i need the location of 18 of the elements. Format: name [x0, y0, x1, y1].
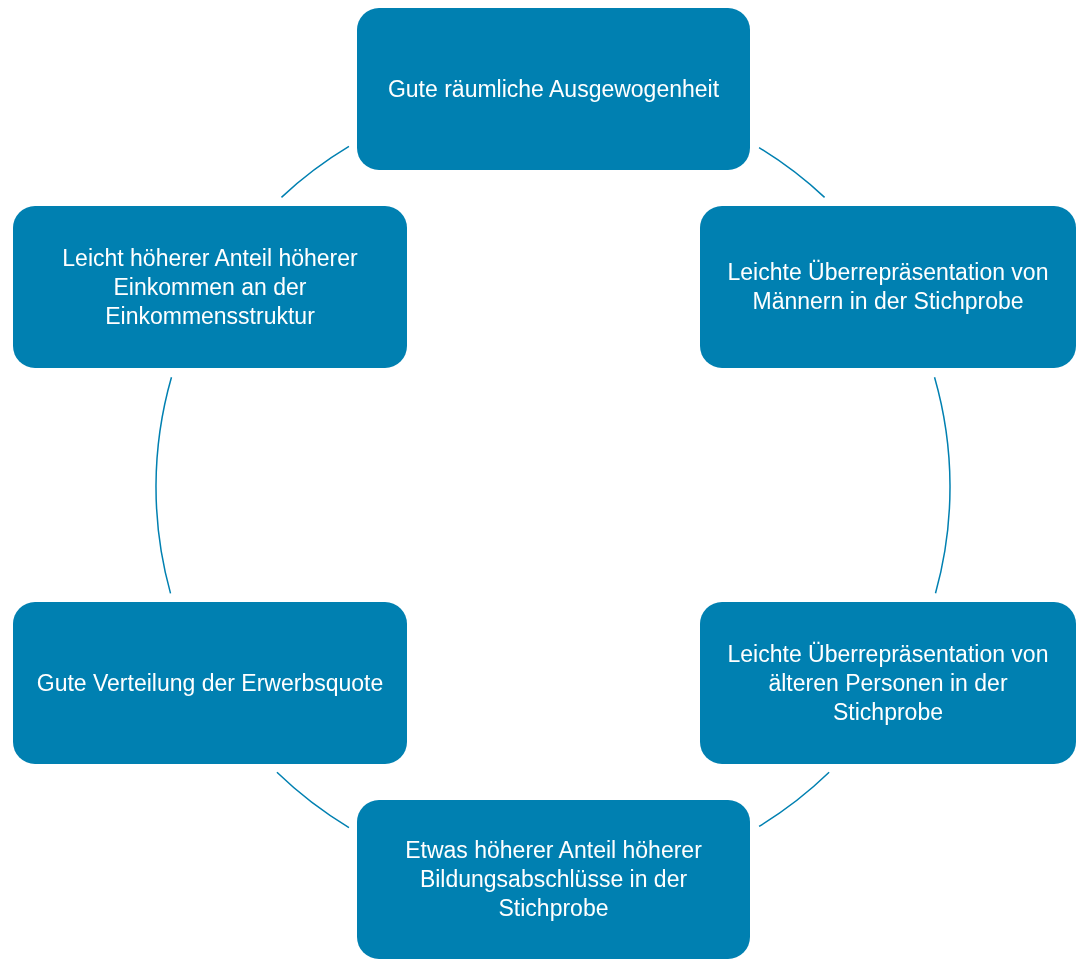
- connector-arc: [758, 146, 826, 199]
- box-text: Leichte Überrepräsentation von Männern in der Stichprobe: [726, 258, 1050, 316]
- box-text: Leichte Überrepräsentation von älteren Personen in der Stichprobe: [726, 639, 1050, 727]
- rounded-box: [700, 602, 1076, 764]
- connector-arc: [280, 145, 350, 199]
- connector-arc: [758, 771, 830, 828]
- connector-arc: [276, 771, 350, 829]
- box-text: Gute räumliche Ausgewogenheit: [387, 74, 720, 104]
- box-text: Leicht höherer Anteil höherer Einkommen an der Einkommensstruktur: [61, 243, 359, 331]
- box-text: Etwas höherer Anteil höherer Bildungsabschlüsse in der Stichprobe: [404, 836, 703, 923]
- connector-arc: [933, 376, 951, 595]
- connector-arc: [155, 376, 173, 595]
- rounded-box: [13, 602, 407, 764]
- rounded-box: [357, 8, 750, 170]
- rounded-box: [357, 800, 750, 959]
- rounded-box: [700, 206, 1076, 368]
- rounded-box: [13, 206, 407, 368]
- box-text: Gute Verteilung der Erwerbsquote: [36, 668, 384, 698]
